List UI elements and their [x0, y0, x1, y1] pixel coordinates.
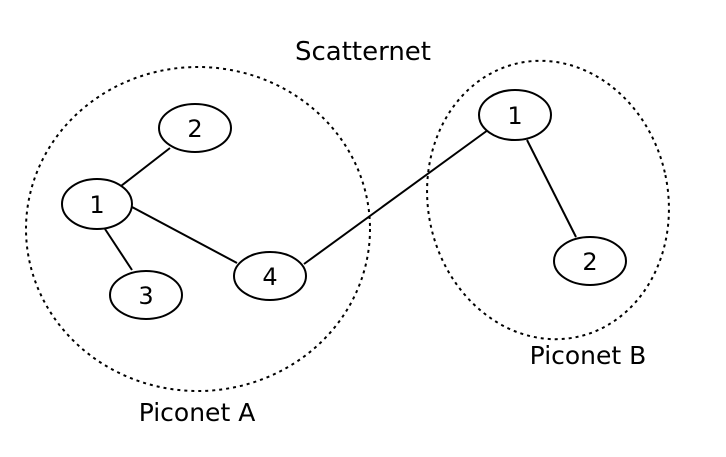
piconet-b-node-2: 2 — [553, 236, 627, 286]
edge-b1-b2 — [526, 139, 577, 238]
piconet-b-boundary — [426, 59, 670, 341]
piconet-b-label: Piconet B — [530, 341, 647, 370]
piconet-a-node-1: 1 — [61, 178, 133, 230]
node-label: 3 — [138, 282, 153, 310]
node-label: 4 — [262, 263, 277, 291]
piconet-b-node-1: 1 — [478, 89, 552, 141]
node-label: 1 — [507, 102, 522, 130]
piconet-a-node-4: 4 — [233, 251, 307, 301]
edge-a1-a3 — [104, 228, 133, 271]
piconet-a-node-2: 2 — [158, 103, 232, 153]
edge-a1-a4 — [131, 206, 238, 264]
edge-a4-b1 — [303, 129, 489, 265]
edge-a1-a2 — [120, 147, 171, 187]
node-label: 2 — [187, 115, 202, 143]
piconet-a-boundary — [25, 66, 371, 392]
node-label: 1 — [89, 191, 104, 219]
piconet-a-label: Piconet A — [139, 398, 256, 427]
diagram-title: Scatternet — [295, 37, 431, 67]
node-label: 2 — [582, 248, 597, 276]
piconet-a-node-3: 3 — [109, 270, 183, 320]
